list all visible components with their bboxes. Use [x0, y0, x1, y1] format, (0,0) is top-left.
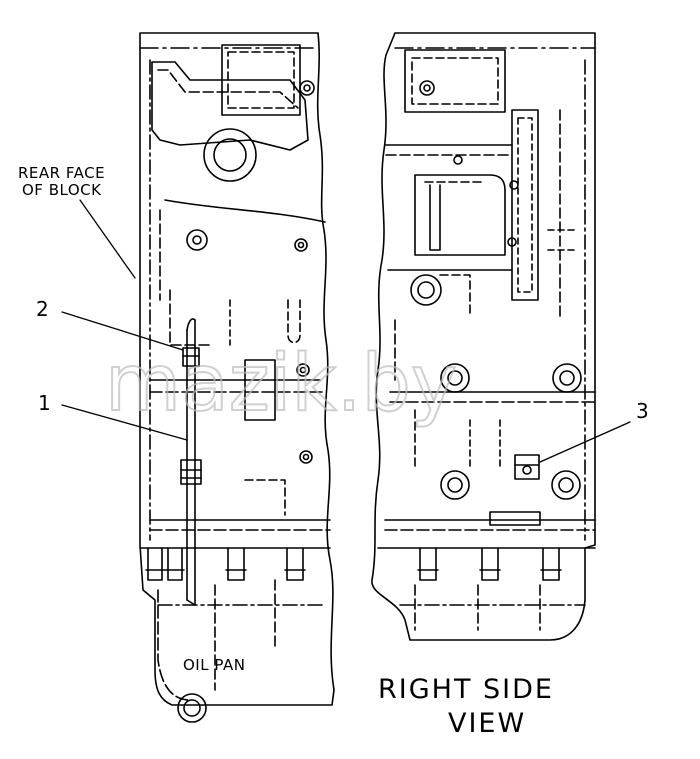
leader-1: [61, 404, 188, 441]
leader-3: [539, 421, 631, 463]
rear-face-label-line1: REAR FACE: [18, 164, 105, 182]
callout-2-label: 2: [36, 297, 49, 321]
oil-pan-label: OIL PAN: [183, 656, 245, 674]
watermark-text: mazik.by: [105, 339, 457, 429]
rear-face-label-line2: OF BLOCK: [22, 181, 102, 199]
callout-3-label: 3: [636, 399, 649, 423]
right-block-section: [371, 32, 596, 641]
callout-1-label: 1: [38, 391, 51, 415]
leader-lines: [61, 199, 631, 463]
leader-rear-face: [79, 199, 136, 279]
view-title-line1: RIGHT SIDE: [378, 674, 554, 705]
leader-2: [61, 311, 184, 351]
view-title-line2: VIEW: [448, 708, 526, 739]
left-block-section: [139, 32, 335, 723]
